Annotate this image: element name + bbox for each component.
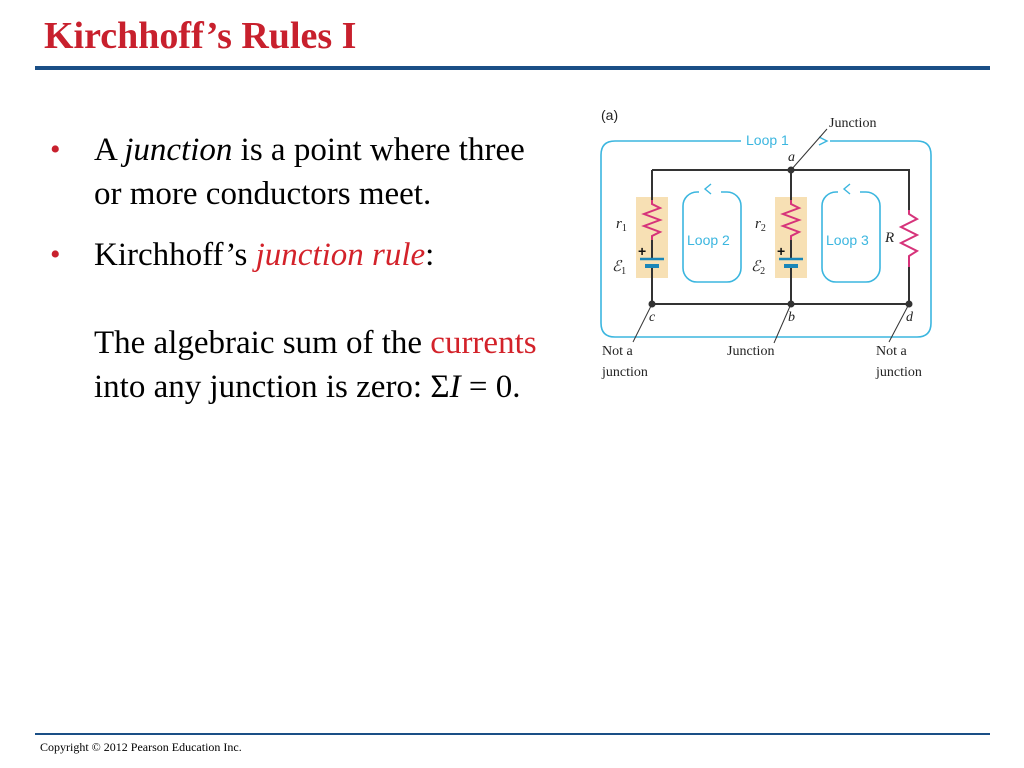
loop1-outline — [600, 140, 932, 338]
bullet-text-pre: A — [94, 132, 125, 168]
current-variable: I — [449, 369, 461, 405]
r1-label: r1 — [616, 216, 627, 234]
loop3-label: Loop 3 — [826, 232, 869, 248]
battery2-plus: + — [777, 243, 785, 259]
resistor-r2 — [780, 200, 802, 240]
not-junction-right-line2: junction — [875, 365, 922, 380]
circuit-figure: (a) Loop 1 + + — [595, 100, 940, 390]
bullet-dot-icon: • — [50, 133, 61, 166]
resistor-r1 — [641, 200, 663, 240]
not-junction-left-line1: Not a — [602, 344, 634, 359]
junction-callout-bottom: Junction — [727, 344, 774, 359]
footer-divider — [35, 733, 990, 735]
copyright-footer: Copyright © 2012 Pearson Education Inc. — [40, 740, 242, 754]
sigma-symbol: Σ — [430, 369, 450, 405]
node-c-label: c — [649, 310, 656, 325]
node-b-label: b — [788, 310, 795, 325]
bullet-text-post: is a point where three or more conductor… — [94, 132, 525, 212]
rule-equation-end: = 0. — [460, 369, 521, 405]
slide-title: Kirchhoff’s Rules I — [44, 15, 357, 57]
battery1-plus: + — [638, 243, 646, 259]
panel-label: (a) — [601, 107, 618, 123]
junction-callout-top: Junction — [829, 116, 876, 131]
bullet-list: • A junction is a point where three or m… — [50, 128, 550, 409]
r2-label: r2 — [755, 216, 766, 234]
rule-statement: The algebraic sum of the currents into a… — [94, 321, 550, 409]
loop2-arrow-icon — [703, 183, 712, 195]
bullet-junction-rule: • Kirchhoff’s junction rule: The algebra… — [50, 233, 550, 409]
loop2-label: Loop 2 — [687, 232, 730, 248]
loop1-arrow-icon — [818, 136, 829, 146]
R-label: R — [884, 230, 894, 246]
rule-term-currents: currents — [430, 325, 537, 361]
resistor-R — [898, 210, 920, 267]
bullet-term-junction-rule: junction rule — [255, 237, 426, 273]
title-divider — [35, 66, 990, 70]
node-a-label: a — [788, 150, 795, 165]
node-d-label: d — [906, 310, 914, 325]
not-junction-right-line1: Not a — [876, 344, 908, 359]
bullet-rule-colon: : — [425, 237, 435, 273]
emf2-label: ℰ2 — [751, 259, 765, 277]
bullet-junction-definition: • A junction is a point where three or m… — [50, 128, 550, 216]
rule-text-mid: into any junction is zero: — [94, 369, 431, 405]
loop2-gap — [699, 186, 721, 198]
emf1-label: ℰ1 — [612, 259, 626, 277]
callout-leaders — [632, 128, 910, 344]
rule-text-pre: The algebraic sum of the — [94, 325, 431, 361]
bullet-rule-pre: Kirchhoff’s — [94, 237, 256, 273]
loop3-gap — [838, 186, 860, 198]
not-junction-left-line2: junction — [601, 365, 648, 380]
loop3-arrow-icon — [842, 183, 851, 195]
bullet-term-junction: junction — [124, 132, 233, 168]
loop1-label: Loop 1 — [746, 132, 789, 148]
bullet-dot-icon: • — [50, 238, 61, 271]
